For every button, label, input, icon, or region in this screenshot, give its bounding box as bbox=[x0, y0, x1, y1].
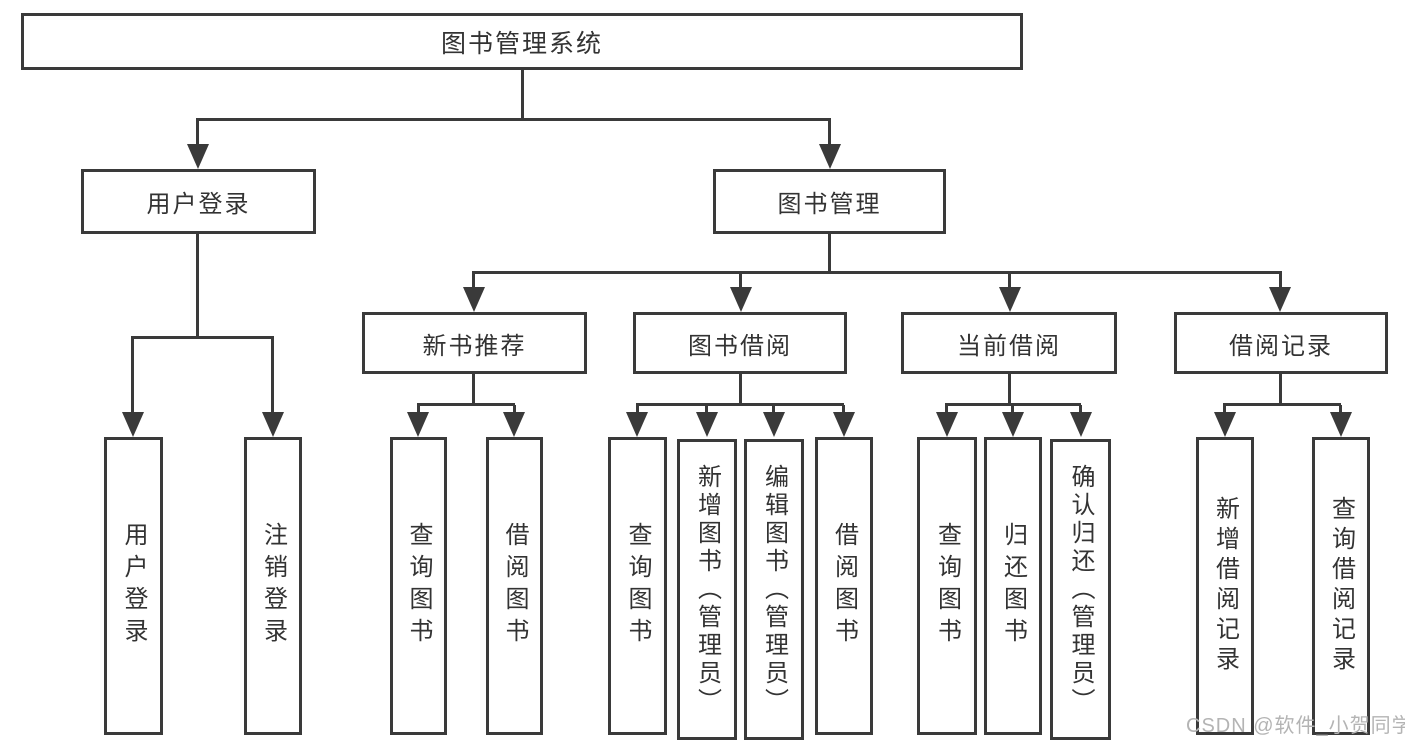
connector-line bbox=[1008, 374, 1011, 403]
arrow-down-icon bbox=[407, 412, 429, 437]
connector-line bbox=[636, 403, 844, 406]
connector-line bbox=[1279, 374, 1282, 403]
leaf-return-books: 归还图书 bbox=[984, 437, 1042, 735]
connector-line bbox=[1339, 405, 1342, 413]
connector-line bbox=[131, 336, 274, 339]
connector-line bbox=[271, 338, 274, 414]
arrow-down-icon bbox=[936, 412, 958, 437]
node-label: 用户登录 bbox=[146, 191, 251, 218]
connector-line bbox=[828, 120, 831, 146]
node-label: 图书管理 bbox=[777, 191, 882, 218]
connector-line bbox=[417, 405, 420, 413]
connector-line bbox=[945, 405, 948, 413]
connector-line bbox=[196, 233, 199, 336]
node-label: 当前借阅 bbox=[957, 332, 1061, 360]
connector-line bbox=[739, 273, 742, 289]
node-new-book-recommend: 新书推荐 bbox=[362, 312, 587, 374]
arrow-down-icon bbox=[1070, 412, 1092, 437]
connector-line bbox=[1079, 405, 1082, 413]
leaf-label: 查询图书 bbox=[624, 522, 651, 650]
arrow-down-icon bbox=[122, 412, 144, 437]
connector-line bbox=[417, 403, 515, 406]
node-label: 图书借阅 bbox=[688, 332, 792, 360]
arrow-down-icon bbox=[187, 144, 209, 169]
connector-line bbox=[945, 403, 1081, 406]
connector-line bbox=[739, 374, 742, 403]
node-book-borrowing: 图书借阅 bbox=[633, 312, 847, 374]
connector-line bbox=[636, 405, 639, 413]
leaf-confirm-return-admin: 确认归还（管理员） bbox=[1050, 439, 1111, 740]
connector-line bbox=[772, 405, 775, 413]
arrow-down-icon bbox=[463, 287, 485, 312]
arrow-down-icon bbox=[262, 412, 284, 437]
connector-line bbox=[842, 405, 845, 413]
connector-line bbox=[1011, 405, 1014, 413]
node-label: 新书推荐 bbox=[422, 332, 527, 360]
arrow-down-icon bbox=[626, 412, 648, 437]
leaf-label: 新增图书（管理员） bbox=[693, 463, 721, 716]
connector-line bbox=[131, 338, 134, 414]
arrow-down-icon bbox=[999, 287, 1021, 312]
arrow-down-icon bbox=[730, 287, 752, 312]
node-user-login: 用户登录 bbox=[81, 169, 316, 234]
node-root: 图书管理系统 bbox=[21, 13, 1023, 70]
node-book-management: 图书管理 bbox=[713, 169, 946, 234]
leaf-add-borrow-record: 新增借阅记录 bbox=[1196, 437, 1254, 735]
leaf-query-borrow-record: 查询借阅记录 bbox=[1312, 437, 1370, 735]
connector-line bbox=[705, 405, 708, 413]
connector-line bbox=[1223, 403, 1341, 406]
leaf-label: 编辑图书（管理员） bbox=[760, 463, 788, 716]
connector-line bbox=[1008, 273, 1011, 289]
node-root-label: 图书管理系统 bbox=[440, 29, 603, 58]
leaf-query-books-2: 查询图书 bbox=[608, 437, 667, 735]
leaf-label: 用户登录 bbox=[120, 522, 147, 650]
connector-line bbox=[1223, 405, 1226, 413]
connector-line bbox=[472, 273, 475, 289]
connector-line bbox=[472, 271, 1282, 274]
leaf-logout: 注销登录 bbox=[244, 437, 302, 735]
node-borrowing-records: 借阅记录 bbox=[1174, 312, 1388, 374]
leaf-user-login: 用户登录 bbox=[104, 437, 163, 735]
connector-line bbox=[513, 405, 516, 413]
leaf-label: 查询图书 bbox=[933, 522, 961, 650]
leaf-label: 注销登录 bbox=[259, 522, 287, 650]
node-current-borrowing: 当前借阅 bbox=[901, 312, 1117, 374]
leaf-label: 查询图书 bbox=[405, 522, 432, 650]
leaf-label: 确认归还（管理员） bbox=[1067, 463, 1094, 716]
leaf-add-book-admin: 新增图书（管理员） bbox=[677, 439, 737, 740]
connector-line bbox=[196, 120, 199, 146]
arrow-down-icon bbox=[503, 412, 525, 437]
arrow-down-icon bbox=[1330, 412, 1352, 437]
leaf-label: 借阅图书 bbox=[830, 522, 858, 650]
arrow-down-icon bbox=[833, 412, 855, 437]
arrow-down-icon bbox=[819, 144, 841, 169]
arrow-down-icon bbox=[763, 412, 785, 437]
leaf-label: 归还图书 bbox=[999, 522, 1027, 650]
connector-line bbox=[472, 374, 475, 403]
leaf-label: 新增借阅记录 bbox=[1211, 496, 1239, 676]
leaf-label: 借阅图书 bbox=[501, 522, 528, 650]
connector-line bbox=[1279, 273, 1282, 289]
leaf-borrow-books-1: 借阅图书 bbox=[486, 437, 543, 735]
leaf-query-books-3: 查询图书 bbox=[917, 437, 977, 735]
leaf-edit-book-admin: 编辑图书（管理员） bbox=[744, 439, 804, 740]
csdn-watermark: CSDN @软件_小贺同学 bbox=[1186, 715, 1405, 737]
connector-line bbox=[828, 233, 831, 273]
arrow-down-icon bbox=[1269, 287, 1291, 312]
connector-line bbox=[521, 69, 524, 118]
leaf-label: 查询借阅记录 bbox=[1327, 496, 1355, 676]
connector-line bbox=[196, 118, 831, 121]
leaf-borrow-books-2: 借阅图书 bbox=[815, 437, 873, 735]
arrow-down-icon bbox=[1002, 412, 1024, 437]
arrow-down-icon bbox=[696, 412, 718, 437]
arrow-down-icon bbox=[1214, 412, 1236, 437]
leaf-query-books-1: 查询图书 bbox=[390, 437, 447, 735]
node-label: 借阅记录 bbox=[1229, 332, 1333, 360]
